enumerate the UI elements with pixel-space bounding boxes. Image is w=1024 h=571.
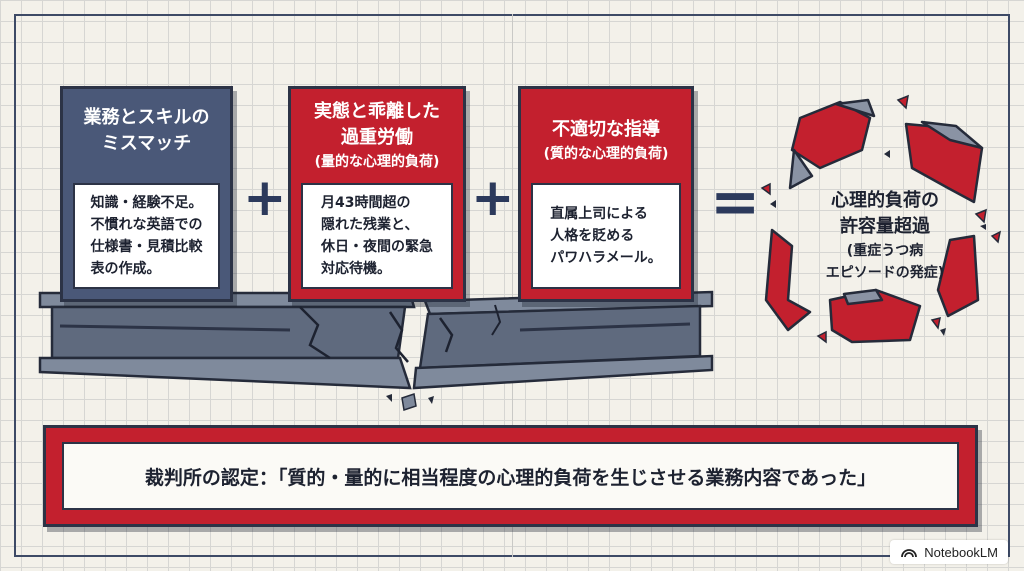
shard	[920, 120, 984, 150]
shard-fragment	[896, 94, 909, 110]
result-line: 心理的負荷の	[831, 190, 939, 211]
card-title: 実態と乖離した 過重労働 (量的な心理的負荷)	[291, 99, 463, 173]
card-title-line: ミスマッチ	[101, 133, 192, 154]
notebooklm-logo-icon	[901, 549, 918, 558]
beam-bottom-flange-right	[412, 354, 714, 390]
card-title-line: 過重労働	[341, 127, 413, 148]
court-finding-banner: 裁判所の認定：「質的・量的に相当程度の心理的負荷を生じさせる業務内容であった」	[43, 425, 978, 527]
notebooklm-label: NotebookLM	[924, 544, 998, 560]
court-finding-text: 裁判所の認定：「質的・量的に相当程度の心理的負荷を生じさせる業務内容であった」	[62, 442, 959, 510]
beam-crack	[299, 306, 331, 360]
card-body: 月43時間超の 隠れた残業と、 休日・夜間の緊急 対応待機。	[301, 183, 453, 289]
shard	[790, 100, 872, 170]
factor-card-overwork: 実態と乖離した 過重労働 (量的な心理的負荷) 月43時間超の 隠れた残業と、 …	[288, 86, 466, 302]
card-title-line: 業務とスキルの	[83, 107, 210, 128]
shard-fragment	[816, 330, 827, 344]
beam-crack	[491, 304, 502, 336]
result-line: エピソードの発症)	[825, 265, 945, 281]
beam-crack	[388, 311, 409, 363]
notebooklm-badge: NotebookLM	[890, 540, 1008, 564]
beam-stripe	[519, 322, 691, 332]
plus-sign: +	[471, 168, 515, 228]
factor-card-skill-mismatch: 業務とスキルの ミスマッチ 知識・経験不足。 不慣れな英語での 仕様書・見積比較…	[60, 86, 233, 302]
card-subtitle: (質的な心理的負荷)	[543, 146, 669, 162]
card-body-text: 月43時間超の 隠れた残業と、 休日・夜間の緊急 対応待機。	[321, 195, 433, 277]
result-line: 許容量超過	[840, 216, 930, 237]
shard	[842, 288, 884, 306]
card-body-text: 知識・経験不足。 不慣れな英語での 仕様書・見積比較 表の作成。	[90, 195, 203, 277]
shard	[764, 228, 812, 332]
shard-fragment	[770, 200, 776, 208]
beam-stripe	[59, 324, 291, 332]
beam-bottom-flange-left	[38, 356, 412, 390]
shard	[788, 148, 814, 190]
card-body: 直属上司による 人格を貶める パワハラメール。	[531, 183, 681, 289]
card-subtitle: (量的な心理的負荷)	[314, 154, 440, 170]
shard-fragment	[940, 328, 946, 336]
equals-sign: =	[710, 167, 761, 237]
shard-fragment	[884, 150, 890, 158]
beam-crack	[438, 317, 454, 353]
beam-fragment	[386, 394, 392, 402]
beam-fragment	[401, 393, 417, 411]
shard	[936, 234, 980, 318]
result-overload-text: 心理的負荷の 許容量超過 (重症うつ病 エピソードの発症)	[789, 188, 981, 284]
shard-fragment	[990, 230, 1002, 244]
shard-fragment	[974, 208, 987, 224]
shard-fragment	[930, 316, 941, 330]
card-body-text: 直属上司による 人格を貶める パワハラメール。	[550, 206, 662, 266]
grid-center-line	[512, 14, 513, 557]
plus-sign: +	[243, 168, 287, 228]
factor-card-harassment: 不適切な指導 (質的な心理的負荷) 直属上司による 人格を貶める パワハラメール…	[518, 86, 694, 302]
card-title: 不適切な指導 (質的な心理的負荷)	[521, 117, 691, 165]
card-title-line: 不適切な指導	[552, 119, 660, 140]
card-body: 知識・経験不足。 不慣れな英語での 仕様書・見積比較 表の作成。	[73, 183, 220, 289]
card-title-line: 実態と乖離した	[314, 101, 440, 122]
beam-fragment	[428, 396, 434, 404]
card-title: 業務とスキルの ミスマッチ	[63, 105, 230, 157]
shard-fragment	[980, 224, 986, 230]
shard	[834, 98, 876, 118]
shard-fragment	[760, 182, 771, 196]
result-line: (重症うつ病	[846, 243, 924, 259]
